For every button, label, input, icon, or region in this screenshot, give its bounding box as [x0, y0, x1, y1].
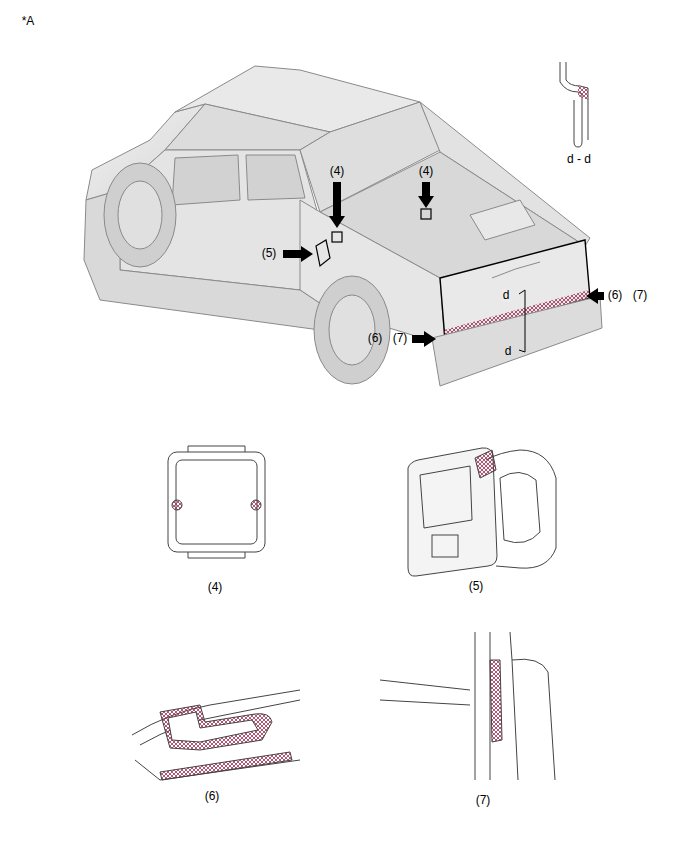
tailgate-side-detail — [380, 632, 555, 780]
callout-number: (4) — [418, 165, 435, 178]
pointer-arrows — [283, 182, 604, 347]
callout-number: (6) — [204, 790, 221, 803]
callout-number: (5) — [468, 580, 485, 593]
callout-number: (4) — [329, 165, 346, 178]
rear-corner-detail — [132, 690, 300, 780]
callout-number: (6) — [607, 289, 624, 302]
section-mark: d — [502, 289, 511, 302]
view-label: *A — [21, 15, 36, 28]
callout-number: (7) — [475, 794, 492, 807]
callout-number: (4) — [207, 581, 224, 594]
callout-number: (7) — [392, 332, 409, 345]
section-label: d - d — [566, 153, 592, 166]
callout-number: (5) — [261, 247, 278, 260]
section-mark: d — [504, 345, 513, 358]
callout-number: (6) — [367, 332, 384, 345]
hole-plug-detail — [168, 446, 265, 558]
fuel-door-detail — [408, 448, 556, 576]
pickup-truck — [84, 66, 602, 386]
callout-number: (7) — [632, 289, 649, 302]
section-view — [560, 62, 588, 147]
